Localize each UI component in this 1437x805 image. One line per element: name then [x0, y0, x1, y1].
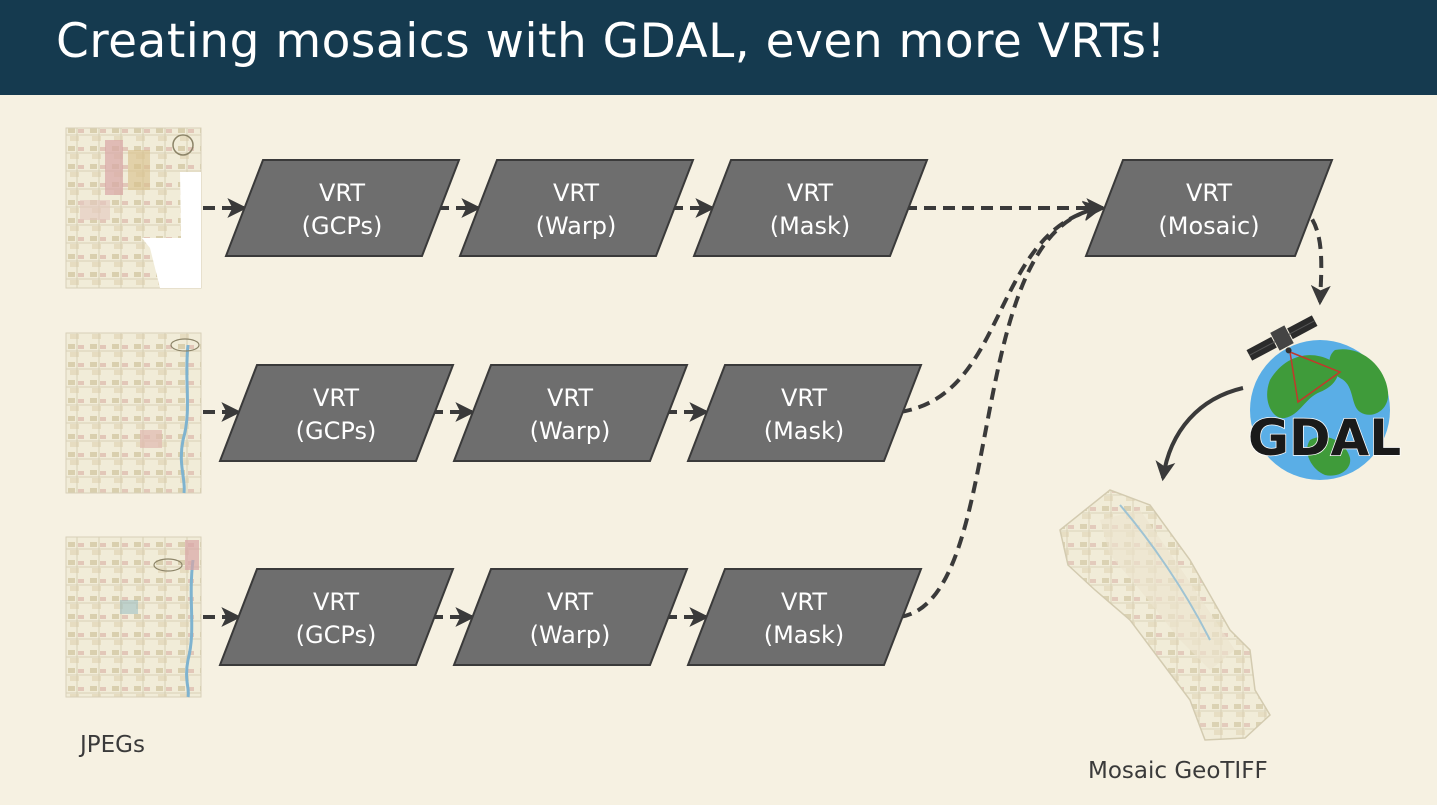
title-bar: Creating mosaics with GDAL, even more VR… [0, 0, 1437, 95]
node-mask-3-line2: (Mask) [764, 621, 845, 649]
node-gcps-2-line1: VRT [313, 384, 359, 412]
node-warp-1: VRT (Warp) [458, 159, 695, 257]
gdal-logo-text: GDAL [1248, 409, 1401, 467]
node-mask-3-line1: VRT [781, 588, 827, 616]
node-warp-2-line2: (Warp) [530, 417, 611, 445]
mosaic-geotiff-image [1059, 489, 1271, 741]
node-gcps-2-line2: (GCPs) [296, 417, 377, 445]
node-mosaic: VRT (Mosaic) [1084, 159, 1334, 257]
node-mosaic-line2: (Mosaic) [1158, 212, 1259, 240]
gdal-to-geotiff-arrow [1155, 386, 1244, 482]
node-mask-1-line2: (Mask) [770, 212, 851, 240]
node-mask-2: VRT (Mask) [686, 364, 923, 462]
node-gcps-1: VRT (GCPs) [224, 159, 461, 257]
node-mask-2-line2: (Mask) [764, 417, 845, 445]
node-warp-1-line2: (Warp) [536, 212, 617, 240]
node-mask-1-line1: VRT [787, 179, 833, 207]
node-warp-3: VRT (Warp) [452, 568, 689, 666]
node-mask-2-line1: VRT [781, 384, 827, 412]
caption-mosaic-geotiff: Mosaic GeoTIFF [1088, 758, 1268, 784]
node-gcps-3-line1: VRT [313, 588, 359, 616]
node-gcps-1-line1: VRT [319, 179, 365, 207]
node-warp-3-line2: (Warp) [530, 621, 611, 649]
node-warp-2: VRT (Warp) [452, 364, 689, 462]
jpeg-thumbnail-3 [65, 536, 202, 698]
node-mask-3: VRT (Mask) [686, 568, 923, 666]
page-title: Creating mosaics with GDAL, even more VR… [56, 14, 1166, 69]
node-warp-1-line1: VRT [553, 179, 599, 207]
jpeg-thumbnail-1 [65, 127, 202, 289]
node-mosaic-line1: VRT [1186, 179, 1232, 207]
node-gcps-1-line2: (GCPs) [302, 212, 383, 240]
node-warp-3-line1: VRT [547, 588, 593, 616]
node-gcps-3-line2: (GCPs) [296, 621, 377, 649]
node-warp-2-line1: VRT [547, 384, 593, 412]
gdal-logo: GDAL [1246, 315, 1402, 480]
satellite-icon [1246, 315, 1318, 361]
jpeg-thumbnail-2 [65, 332, 202, 494]
node-gcps-3: VRT (GCPs) [218, 568, 455, 666]
globe-icon [1250, 340, 1390, 480]
caption-jpegs: JPEGs [78, 732, 145, 758]
node-mask-1: VRT (Mask) [692, 159, 929, 257]
node-gcps-2: VRT (GCPs) [218, 364, 455, 462]
